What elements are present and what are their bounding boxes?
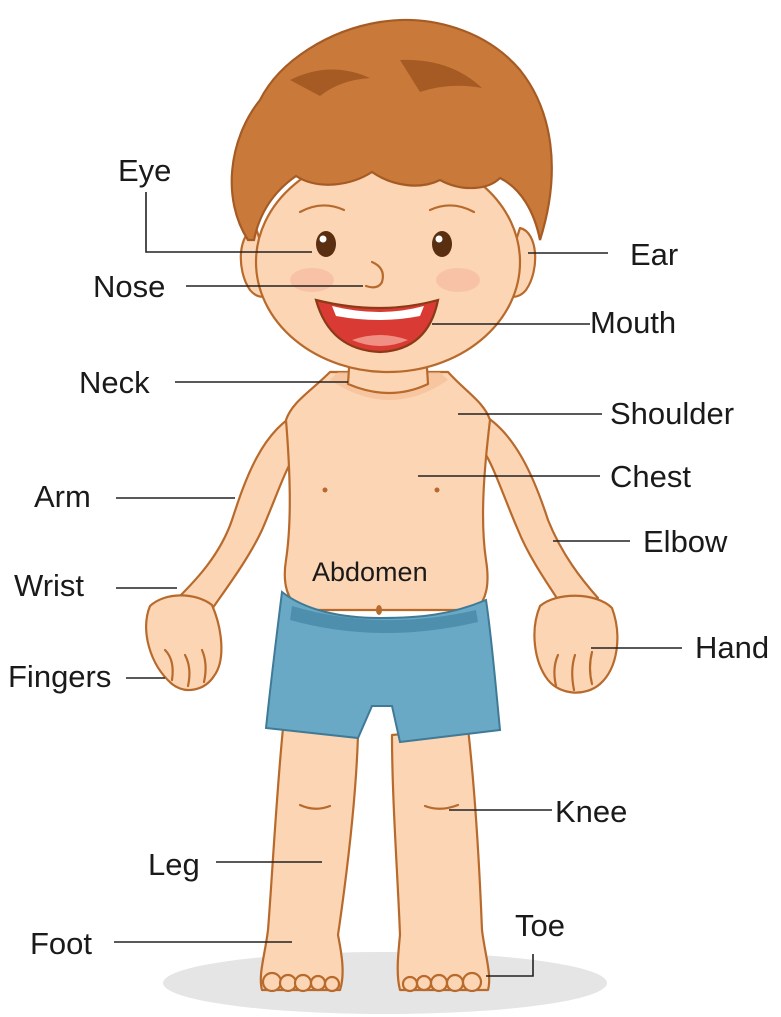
label-wrist: Wrist bbox=[14, 570, 84, 601]
right-hand bbox=[534, 596, 617, 693]
label-neck: Neck bbox=[79, 367, 150, 398]
label-fingers: Fingers bbox=[8, 661, 111, 692]
label-mouth: Mouth bbox=[590, 307, 676, 338]
label-chest: Chest bbox=[610, 461, 691, 492]
right-arm bbox=[478, 412, 598, 612]
ground-shadow bbox=[163, 952, 607, 1014]
label-arm: Arm bbox=[34, 481, 91, 512]
label-hand: Hand bbox=[695, 632, 769, 663]
label-leg: Leg bbox=[148, 849, 200, 880]
label-knee: Knee bbox=[555, 796, 627, 827]
label-foot: Foot bbox=[30, 928, 92, 959]
label-shoulder: Shoulder bbox=[610, 398, 734, 429]
label-elbow: Elbow bbox=[643, 526, 727, 557]
left-eye bbox=[316, 231, 336, 257]
label-abdomen: Abdomen bbox=[312, 559, 428, 586]
label-nose: Nose bbox=[93, 271, 165, 302]
right-eye bbox=[432, 231, 452, 257]
label-toe: Toe bbox=[515, 910, 565, 941]
left-hand bbox=[146, 595, 221, 690]
boy-illustration bbox=[146, 20, 617, 991]
label-ear: Ear bbox=[630, 239, 678, 270]
left-leg bbox=[261, 728, 358, 990]
left-arm bbox=[178, 412, 300, 612]
label-eye: Eye bbox=[118, 155, 171, 186]
right-leg bbox=[392, 728, 489, 990]
